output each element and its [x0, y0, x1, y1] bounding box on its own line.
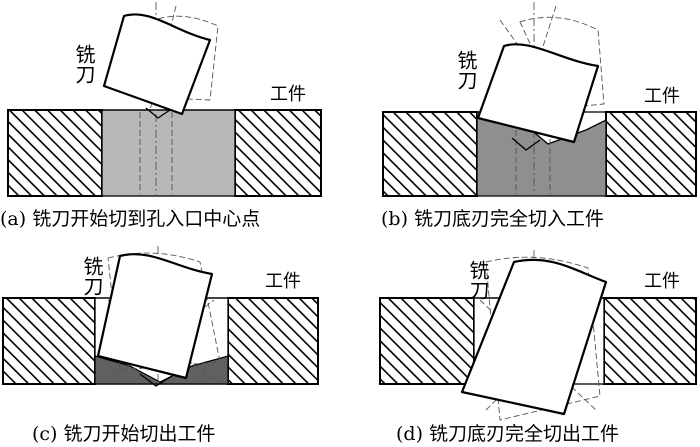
panel-caption: (a) 铣刀开始切到孔入口中心点	[0, 208, 260, 230]
workpiece-label: 工件	[270, 84, 306, 105]
workpiece-label: 工件	[644, 86, 680, 107]
workpiece-left-block	[379, 297, 475, 385]
milling-cutter	[476, 43, 600, 144]
workpiece-left-block	[7, 109, 103, 197]
tool-label: 铣刀	[72, 44, 96, 84]
workpiece-left-block	[2, 297, 96, 385]
panel-c: 铣刀 工件 (c) 铣刀开始切出工件	[2, 246, 319, 445]
panel-a: 铣刀 工件 (a) 铣刀开始切到孔入口中心点	[0, 2, 322, 230]
panel-d: 铣刀 工件 (d) 铣刀底刃完全切出工件	[379, 250, 697, 445]
workpiece-label: 工件	[265, 271, 301, 292]
panel-caption: (b) 铣刀底刃完全切入工件	[381, 208, 604, 230]
workpiece-right-block	[603, 297, 697, 385]
tool-label: 铣刀	[466, 260, 490, 300]
panel-caption: (d) 铣刀底刃完全切出工件	[396, 423, 619, 445]
milling-cutter	[460, 258, 608, 416]
milling-cutter	[96, 253, 214, 380]
workpiece-right-block	[605, 111, 697, 197]
workpiece-right-block	[234, 109, 322, 197]
hole-region	[101, 109, 236, 197]
panel-b: 铣刀 工件 (b) 铣刀底刃完全切入工件	[381, 2, 697, 230]
milling-cutter	[102, 13, 212, 116]
tool-label: 铣刀	[454, 50, 478, 90]
workpiece-right-block	[227, 297, 319, 385]
tool-label: 铣刀	[80, 256, 104, 296]
workpiece-left-block	[382, 111, 478, 197]
panel-caption: (c) 铣刀开始切出工件	[32, 423, 216, 445]
workpiece-label: 工件	[644, 271, 680, 292]
